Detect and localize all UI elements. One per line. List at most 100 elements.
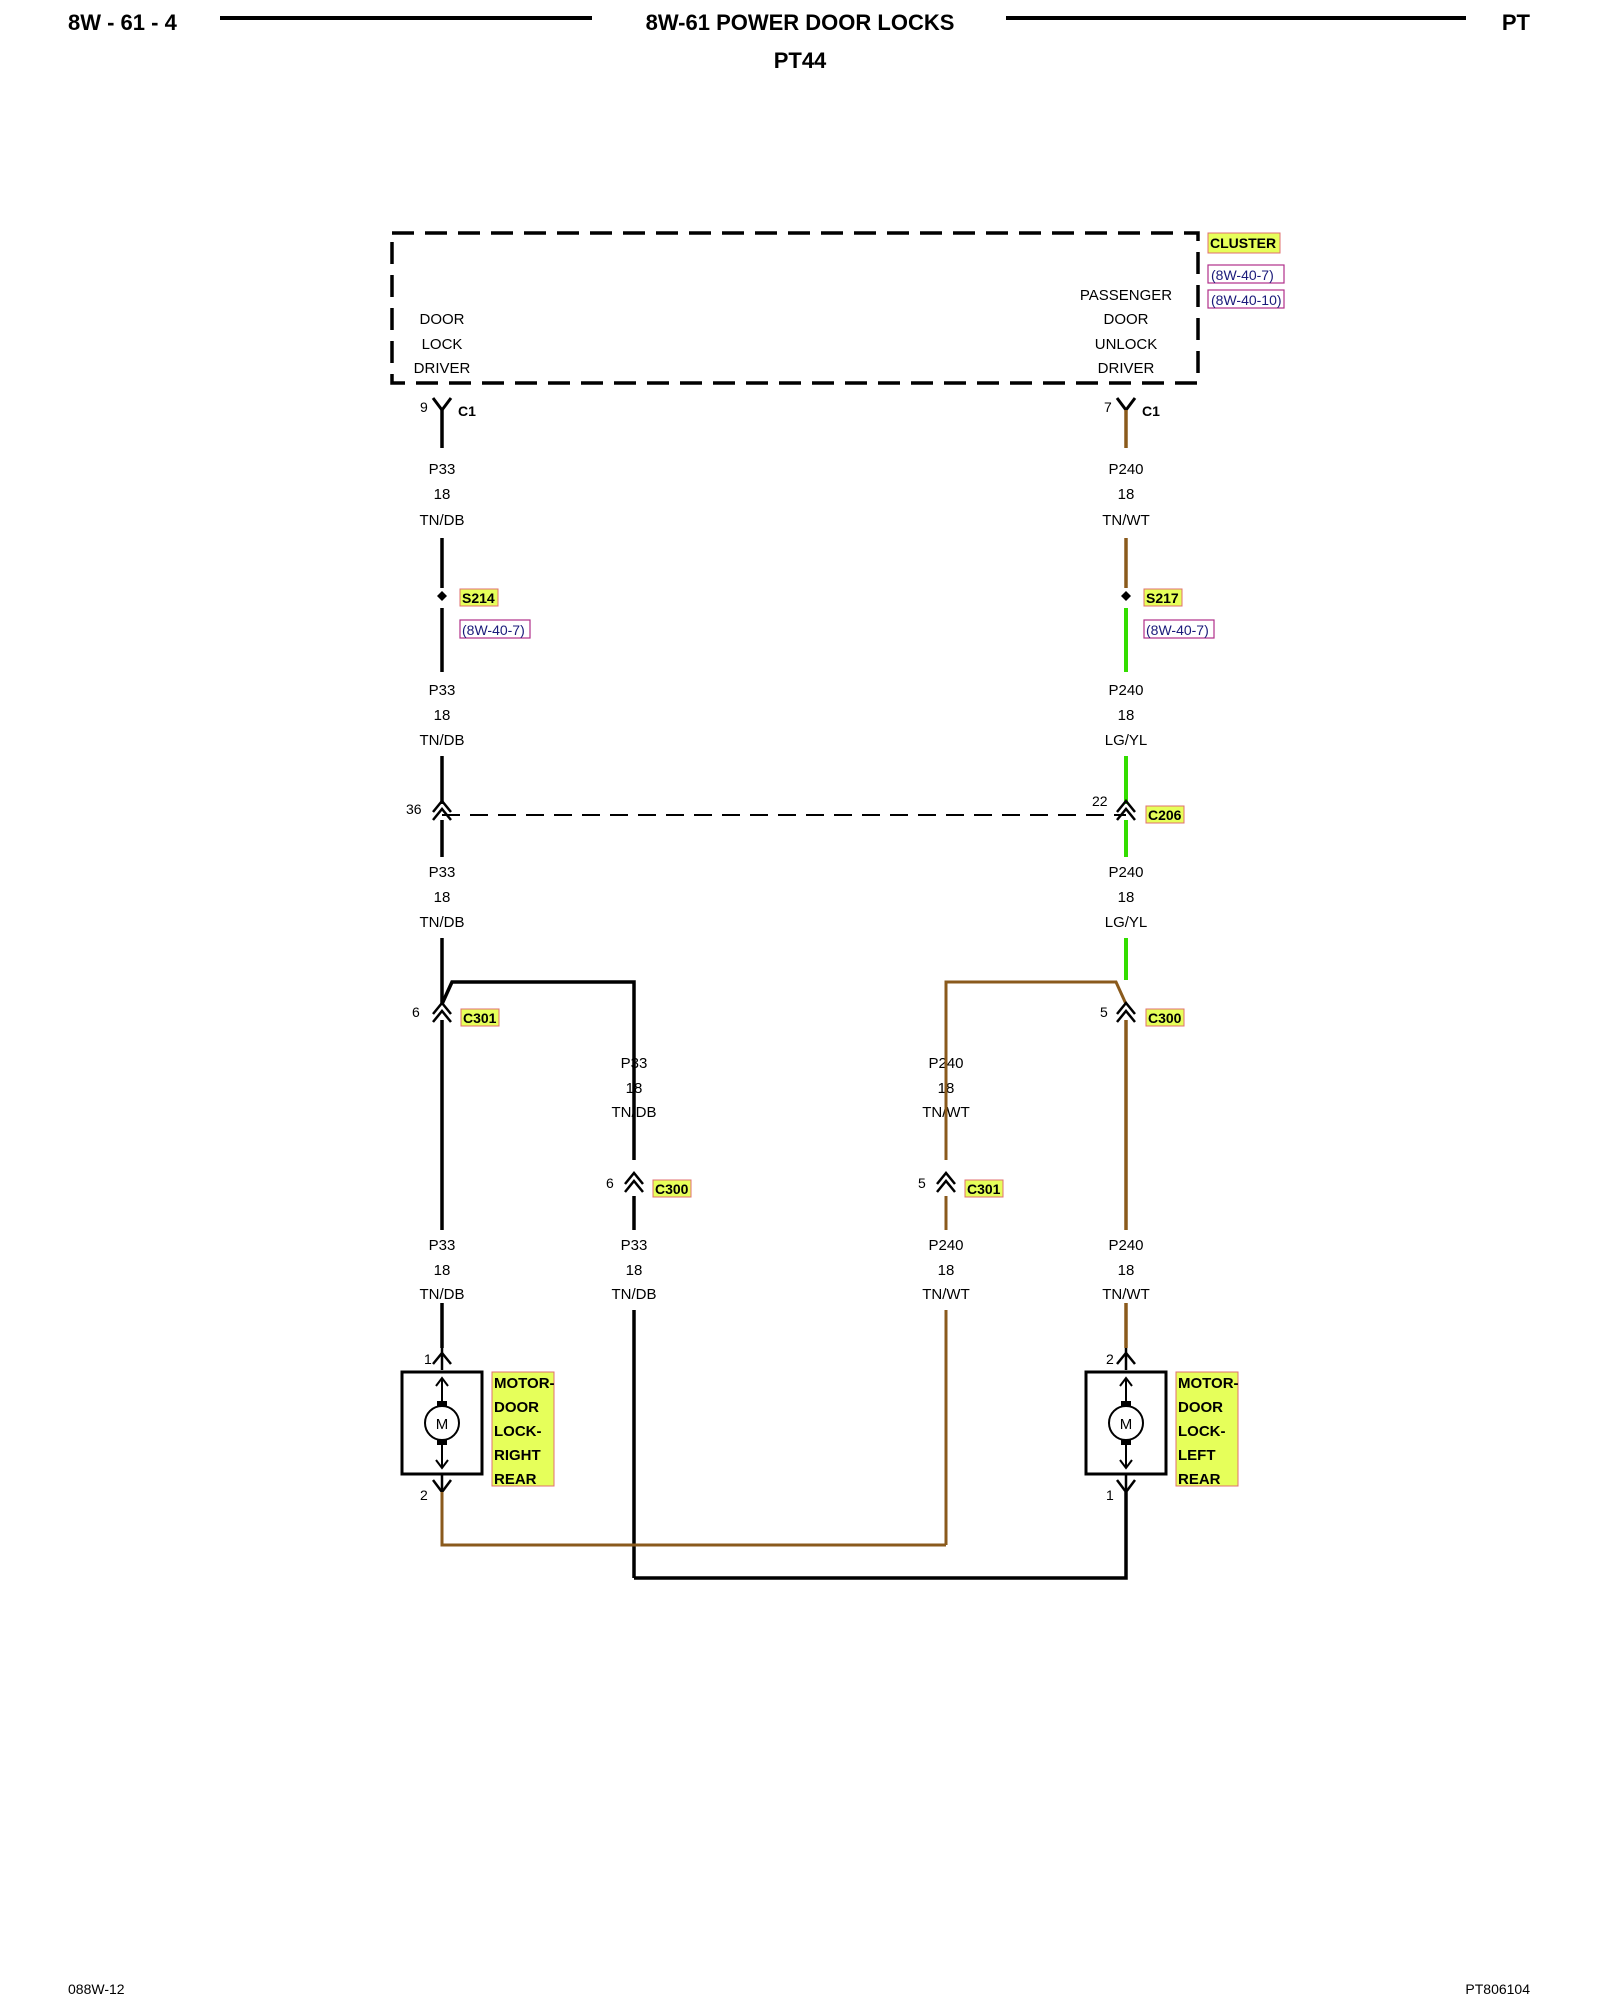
motor-rr-bottom-pin: 2 — [420, 1487, 428, 1503]
c1-left-label: C1 — [458, 403, 476, 419]
splice-s217-highlight — [1143, 588, 1183, 607]
motor-rr-label-line1: MOTOR- — [494, 1375, 555, 1392]
wire-label-circuit: P33 — [621, 1237, 648, 1254]
c1-right-label: C1 — [1142, 403, 1160, 419]
cluster-ref1[interactable]: (8W-40-7) — [1211, 267, 1274, 283]
c1-left-pin: 9 — [420, 399, 428, 415]
wire-label-circuit: P33 — [429, 1237, 456, 1254]
cluster-left-line3: DRIVER — [414, 360, 471, 377]
wire-label-gauge: 18 — [434, 889, 451, 906]
c206-right-pin: 22 — [1092, 793, 1108, 809]
wire-label-color: TN/WT — [1102, 1286, 1149, 1303]
motor-lr-label-line3: LOCK- — [1178, 1423, 1226, 1440]
motor-lr-label-line5: REAR — [1178, 1471, 1221, 1488]
c301-mid-label: C301 — [967, 1181, 1001, 1197]
wire-label-gauge: 18 — [626, 1262, 643, 1279]
splice-s217-dot — [1121, 591, 1131, 601]
c1-right-terminal — [1115, 397, 1137, 413]
cluster-ref2-box — [1207, 289, 1285, 309]
motor-rr-arrow-up — [435, 1376, 449, 1387]
motor-rr-label-line4: RIGHT — [494, 1447, 541, 1464]
motor-lr-label-line1: MOTOR- — [1178, 1375, 1239, 1392]
motor-lr-bottom-pin: 1 — [1106, 1487, 1114, 1503]
wire-label-gauge: 18 — [1118, 889, 1135, 906]
c206-right-terminal — [1116, 799, 1136, 821]
motor-lr-symbol — [1108, 1405, 1144, 1441]
motor-rr-symbol-letter: M — [436, 1416, 449, 1433]
wire-label-gauge: 18 — [1118, 707, 1135, 724]
page-subtitle: PT44 — [774, 48, 827, 73]
wire-label-circuit: P240 — [1108, 1237, 1143, 1254]
c206-label: C206 — [1148, 807, 1182, 823]
motor-lr-top-pin: 2 — [1106, 1351, 1114, 1367]
c206-highlight — [1145, 805, 1185, 824]
motor-lr-arrow-up — [1119, 1376, 1133, 1387]
motor-lr-brush-bottom — [1121, 1439, 1131, 1445]
c300-right-highlight — [1145, 1008, 1185, 1027]
c301-left-terminal — [432, 1001, 452, 1023]
splice-s217-label: S217 — [1146, 590, 1179, 606]
c1-right-pin: 7 — [1104, 399, 1112, 415]
wire-label-color: TN/DB — [612, 1286, 657, 1303]
cluster-right-line4: DRIVER — [1098, 360, 1155, 377]
c300-mid-terminal — [624, 1171, 644, 1193]
motor-rr-label-line3: LOCK- — [494, 1423, 542, 1440]
wire-rr-return — [440, 1492, 946, 1547]
wire-label-gauge: 18 — [1118, 486, 1135, 503]
cluster-ref2[interactable]: (8W-40-10) — [1211, 292, 1282, 308]
motor-lr-label-highlight — [1175, 1371, 1239, 1487]
cluster-left-line2: LOCK — [422, 336, 463, 353]
c300-mid-pin: 6 — [606, 1175, 614, 1191]
wire-label-circuit: P240 — [1108, 682, 1143, 699]
cluster-left-line1: DOOR — [420, 311, 465, 328]
footer-left-code: 088W-12 — [68, 1981, 125, 1997]
c301-mid-highlight — [964, 1179, 1004, 1198]
wire-label-circuit: P33 — [429, 682, 456, 699]
motor-rr-brush-top — [437, 1401, 447, 1407]
splice-s214-highlight — [459, 588, 499, 607]
cluster-name: CLUSTER — [1210, 235, 1276, 251]
wire-label-circuit: P240 — [1108, 864, 1143, 881]
c300-right-pin: 5 — [1100, 1004, 1108, 1020]
c301-mid-pin: 5 — [918, 1175, 926, 1191]
wire-label-circuit: P240 — [928, 1237, 963, 1254]
wire-label-gauge: 18 — [938, 1262, 955, 1279]
cluster-right-line3: UNLOCK — [1095, 336, 1158, 353]
motor-rr-top-pin: 1 — [424, 1351, 432, 1367]
splice-s217-ref[interactable]: (8W-40-7) — [1146, 622, 1209, 638]
motor-lr-label-line2: DOOR — [1178, 1399, 1223, 1416]
cluster-right-line2: DOOR — [1104, 311, 1149, 328]
motor-lr-label-line4: LEFT — [1178, 1447, 1216, 1464]
cluster-right-line1: PASSENGER — [1080, 287, 1172, 304]
wire-label-gauge: 18 — [434, 1262, 451, 1279]
splice-s214-dot — [437, 591, 447, 601]
wire-label-color: TN/DB — [420, 914, 465, 931]
footer-right-code: PT806104 — [1465, 1981, 1530, 1997]
c301-mid-terminal — [936, 1171, 956, 1193]
cluster-name-highlight — [1207, 232, 1281, 254]
c300-mid-highlight — [652, 1179, 692, 1198]
splice-s214-ref-box — [459, 619, 531, 639]
wire-label-color: TN/DB — [420, 512, 465, 529]
cluster-ref1-box — [1207, 264, 1285, 284]
page-title: 8W-61 POWER DOOR LOCKS — [646, 10, 955, 35]
splice-s214-ref[interactable]: (8W-40-7) — [462, 622, 525, 638]
wire-label-gauge: 18 — [1118, 1262, 1135, 1279]
wire-lr-return — [634, 1492, 1128, 1580]
c1-left-terminal — [431, 397, 453, 413]
splice-s214-label: S214 — [462, 590, 495, 606]
c300-right-label: C300 — [1148, 1010, 1182, 1026]
motor-rr-arrow-down — [435, 1459, 449, 1470]
motor-lr-brush-top — [1121, 1401, 1131, 1407]
c301-left-pin: 6 — [412, 1004, 420, 1020]
splice-s217-ref-box — [1143, 619, 1215, 639]
wire-p33-branch — [440, 980, 636, 1160]
model-code: PT — [1502, 10, 1531, 35]
motor-rr-label-line5: REAR — [494, 1471, 537, 1488]
wire-label-color: LG/YL — [1105, 914, 1148, 931]
motor-lr-arrow-down — [1119, 1459, 1133, 1470]
c206-left-pin: 36 — [406, 801, 422, 817]
c301-left-highlight — [460, 1008, 500, 1027]
c301-left-label: C301 — [463, 1010, 497, 1026]
c300-right-terminal — [1116, 1001, 1136, 1023]
